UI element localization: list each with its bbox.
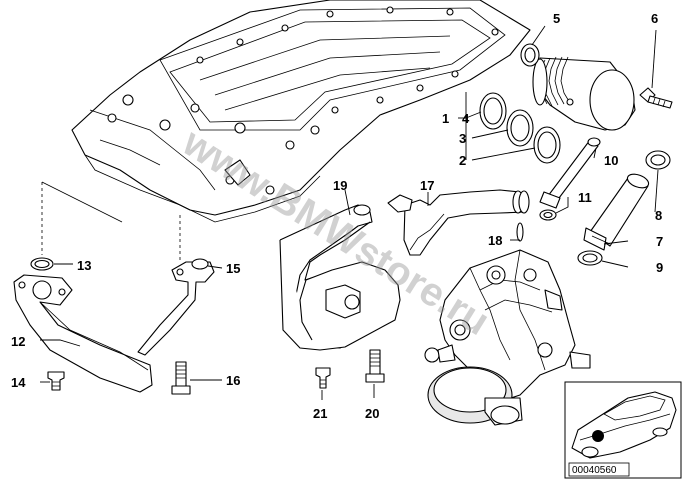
bolt-20 (365, 349, 385, 383)
callout-3: 3 (459, 131, 466, 146)
oil-pipe-15 (137, 258, 215, 356)
suction-pipe-17 (387, 189, 530, 256)
leader-lines (40, 25, 659, 400)
callout-7: 7 (656, 234, 663, 249)
callout-9: 9 (656, 260, 663, 275)
o-ring-5 (520, 43, 540, 67)
callout-6: 6 (651, 11, 658, 26)
o-ring-13 (30, 257, 54, 271)
oil-pump (424, 249, 591, 426)
callout-17: 17 (420, 178, 434, 193)
callout-10: 10 (604, 153, 618, 168)
callout-4: 4 (462, 111, 470, 126)
callout-2: 2 (459, 153, 466, 168)
callout-8: 8 (655, 208, 662, 223)
callout-18: 18 (488, 233, 502, 248)
bolt-6 (639, 87, 673, 109)
callout-14: 14 (11, 375, 26, 390)
callout-19: 19 (333, 178, 347, 193)
callout-numbers: 5 6 1 4 3 2 10 11 8 7 9 17 18 19 13 12 1… (11, 11, 663, 421)
callout-1: 1 (442, 111, 449, 126)
o-ring-9 (577, 250, 603, 266)
guide-tube-7 (583, 173, 650, 251)
callout-16: 16 (226, 373, 240, 388)
callout-11: 11 (578, 190, 592, 205)
callout-15: 15 (226, 261, 240, 276)
callout-12: 12 (11, 334, 25, 349)
bolt-14 (47, 371, 65, 391)
o-ring-18 (516, 222, 524, 242)
callout-5: 5 (553, 11, 560, 26)
oil-pan (71, 0, 531, 223)
bolt-16 (171, 361, 191, 395)
dipstick-tube-10 (539, 137, 601, 209)
o-ring-11 (539, 209, 557, 221)
alignment-line (41, 181, 123, 223)
seal-rings-2-3-4 (479, 92, 561, 164)
bolt-21 (315, 367, 331, 389)
drive-sleeve (532, 56, 636, 131)
diagram-code: 00040560 (572, 465, 617, 476)
callout-13: 13 (77, 258, 91, 273)
callout-21: 21 (313, 406, 327, 421)
callout-20: 20 (365, 406, 379, 421)
car-location-inset: 00040560 (564, 381, 682, 479)
oil-baffle-19 (279, 204, 401, 351)
o-ring-8 (645, 150, 671, 170)
suction-pipe-12 (13, 274, 153, 393)
location-marker (592, 430, 604, 442)
